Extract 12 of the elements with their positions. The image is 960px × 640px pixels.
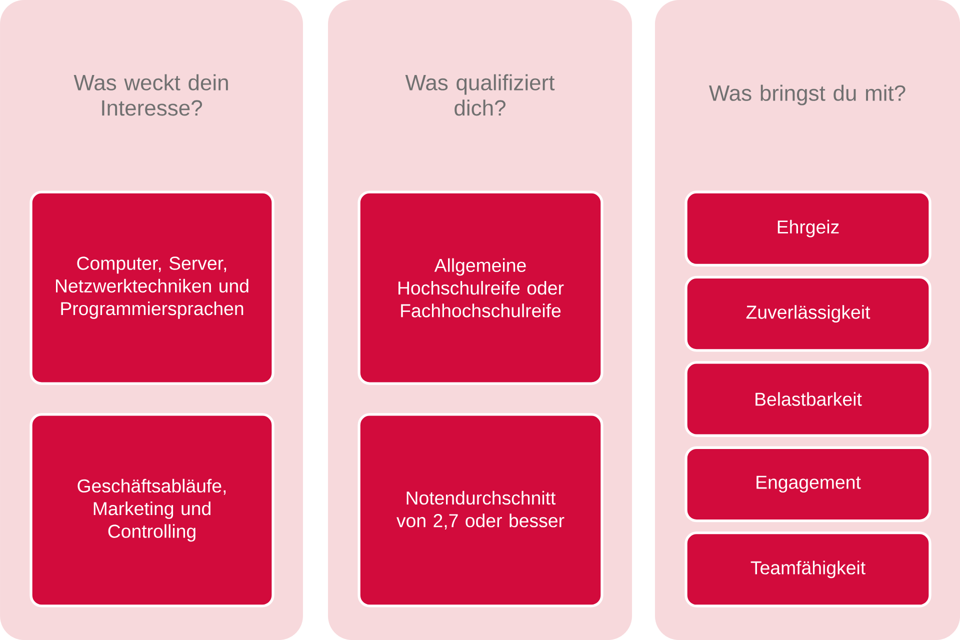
content-box: Belastbarkeit bbox=[684, 361, 932, 437]
content-box: Ehrgeiz bbox=[684, 190, 932, 267]
column-heading: Was qualifiziert dich? bbox=[405, 74, 555, 116]
content-box: Zuverlässigkeit bbox=[684, 276, 932, 352]
content-box: Geschäftsabläufe, Marketing und Controlling bbox=[30, 413, 274, 608]
column-heading: Was bringst du mit? bbox=[709, 84, 906, 106]
content-box: Allgemeine Hochschulreife oder Fachhochschulreife bbox=[358, 190, 604, 385]
content-box: Notendurchschnitt von 2,7 oder besser bbox=[358, 413, 604, 608]
content-box: Teamfähigkeit bbox=[684, 531, 932, 608]
column-heading: Was weckt dein Interesse? bbox=[74, 74, 228, 116]
content-box: Computer, Server, Netzwerktechniken und Programmiersprachen bbox=[30, 190, 274, 385]
content-box: Engagement bbox=[684, 446, 932, 522]
